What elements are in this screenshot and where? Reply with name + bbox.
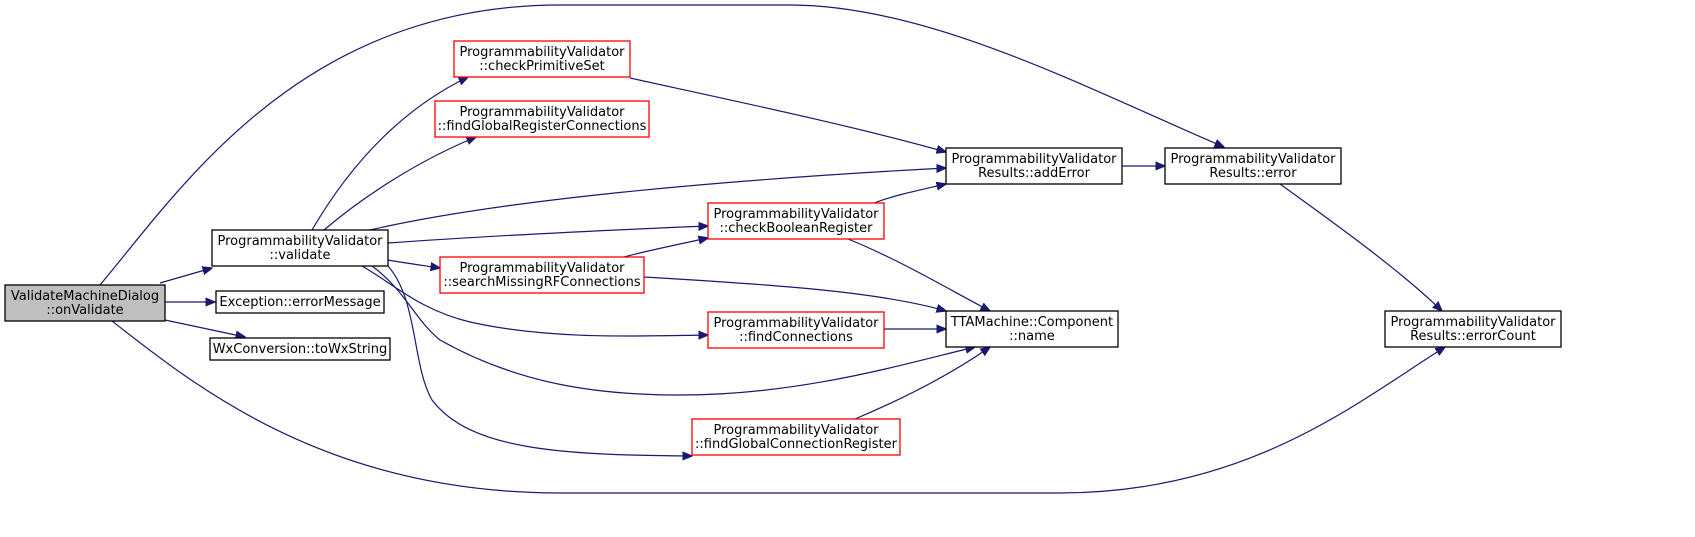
node-label-line: Results::errorCount — [1410, 329, 1536, 344]
node-checkBooleanRegister[interactable]: ProgrammabilityValidator::checkBooleanRe… — [707, 202, 885, 240]
edges-layer — [99, 4, 1445, 494]
edge-validate-to-checkPrimitiveSet — [311, 77, 468, 231]
node-findConnections[interactable]: ProgrammabilityValidator::findConnection… — [707, 311, 885, 349]
node-box — [453, 40, 631, 78]
node-label-line: ::searchMissingRFConnections — [443, 275, 640, 290]
node-box — [439, 256, 645, 294]
edge-searchMissingRFConnections-to-checkBooleanRegister — [623, 238, 708, 258]
node-label-line: WxConversion::toWxString — [213, 342, 388, 357]
edge-findGlobalConnectionRegister-to-componentName — [854, 347, 990, 420]
node-box — [945, 147, 1123, 185]
node-box — [4, 284, 166, 322]
node-validate[interactable]: ProgrammabilityValidator::validate — [211, 229, 389, 267]
edge-onValidate-to-errorCount — [111, 320, 1445, 494]
node-label-line: ::findGlobalRegisterConnections — [438, 119, 647, 134]
node-box — [707, 202, 885, 240]
edge-error-to-errorCount — [1279, 183, 1442, 311]
node-label-line: TTAMachine::Component — [950, 315, 1113, 330]
edge-validate-to-componentName — [371, 265, 975, 396]
node-box — [215, 290, 385, 314]
edge-checkBooleanRegister-to-addError — [873, 184, 946, 204]
node-label-line: ProgrammabilityValidator — [713, 207, 879, 222]
edge-validate-to-addError — [369, 168, 946, 231]
node-label-line: ::checkPrimitiveSet — [479, 59, 604, 74]
node-label-line: ProgrammabilityValidator — [1170, 152, 1336, 167]
node-componentName[interactable]: TTAMachine::Component::name — [945, 310, 1119, 348]
node-onValidate[interactable]: ValidateMachineDialog::onValidate — [4, 284, 166, 322]
node-label-line: ::onValidate — [46, 303, 123, 318]
node-label-line: ProgrammabilityValidator — [951, 152, 1117, 167]
node-label-line: ProgrammabilityValidator — [1390, 315, 1556, 330]
edge-checkPrimitiveSet-to-addError — [629, 77, 946, 152]
node-label-line: ProgrammabilityValidator — [713, 423, 879, 438]
node-errorMessage[interactable]: Exception::errorMessage — [215, 290, 385, 314]
edge-validate-to-searchMissingRFConnections — [387, 259, 440, 268]
node-box — [1164, 147, 1342, 185]
node-label-line: Results::addError — [978, 166, 1091, 181]
edge-onValidate-to-error — [99, 4, 1224, 286]
node-label-line: ::findGlobalConnectionRegister — [695, 437, 898, 452]
edge-onValidate-to-validate — [159, 268, 212, 284]
node-findGlobalConnectionRegister[interactable]: ProgrammabilityValidator::findGlobalConn… — [691, 418, 901, 456]
node-box — [211, 229, 389, 267]
node-label-line: Exception::errorMessage — [219, 295, 380, 310]
edge-validate-to-findGlobalConnectionRegister — [387, 265, 692, 456]
node-label-line: ProgrammabilityValidator — [217, 234, 383, 249]
edge-validate-to-findGlobalRegisterConnections — [323, 137, 476, 231]
node-label-line: ::validate — [270, 248, 331, 263]
node-box — [209, 337, 391, 361]
node-box — [1384, 310, 1562, 348]
node-label-line: ValidateMachineDialog — [11, 289, 159, 304]
node-label-line: ProgrammabilityValidator — [459, 105, 625, 120]
node-searchMissingRFConnections[interactable]: ProgrammabilityValidator::searchMissingR… — [439, 256, 645, 294]
node-addError[interactable]: ProgrammabilityValidatorResults::addErro… — [945, 147, 1123, 185]
node-findGlobalRegisterConnections[interactable]: ProgrammabilityValidator::findGlobalRegi… — [434, 100, 650, 138]
node-label-line: ProgrammabilityValidator — [459, 261, 625, 276]
edge-onValidate-to-toWxString — [164, 319, 245, 337]
edge-searchMissingRFConnections-to-componentName — [643, 276, 946, 311]
node-label-line: ::checkBooleanRegister — [720, 221, 874, 236]
nodes-layer: ValidateMachineDialog::onValidateProgram… — [4, 40, 1562, 456]
node-box — [707, 311, 885, 349]
node-box — [945, 310, 1119, 348]
node-label-line: Results::error — [1209, 166, 1297, 181]
node-checkPrimitiveSet[interactable]: ProgrammabilityValidator::checkPrimitive… — [453, 40, 631, 78]
node-label-line: ProgrammabilityValidator — [459, 45, 625, 60]
edge-validate-to-checkBooleanRegister — [387, 226, 708, 244]
node-label-line: ::findConnections — [739, 330, 853, 345]
node-errorCount[interactable]: ProgrammabilityValidatorResults::errorCo… — [1384, 310, 1562, 348]
edge-checkBooleanRegister-to-componentName — [847, 238, 990, 311]
node-box — [691, 418, 901, 456]
node-toWxString[interactable]: WxConversion::toWxString — [209, 337, 391, 361]
node-label-line: ::name — [1009, 329, 1055, 344]
node-box — [434, 100, 650, 138]
node-label-line: ProgrammabilityValidator — [713, 316, 879, 331]
